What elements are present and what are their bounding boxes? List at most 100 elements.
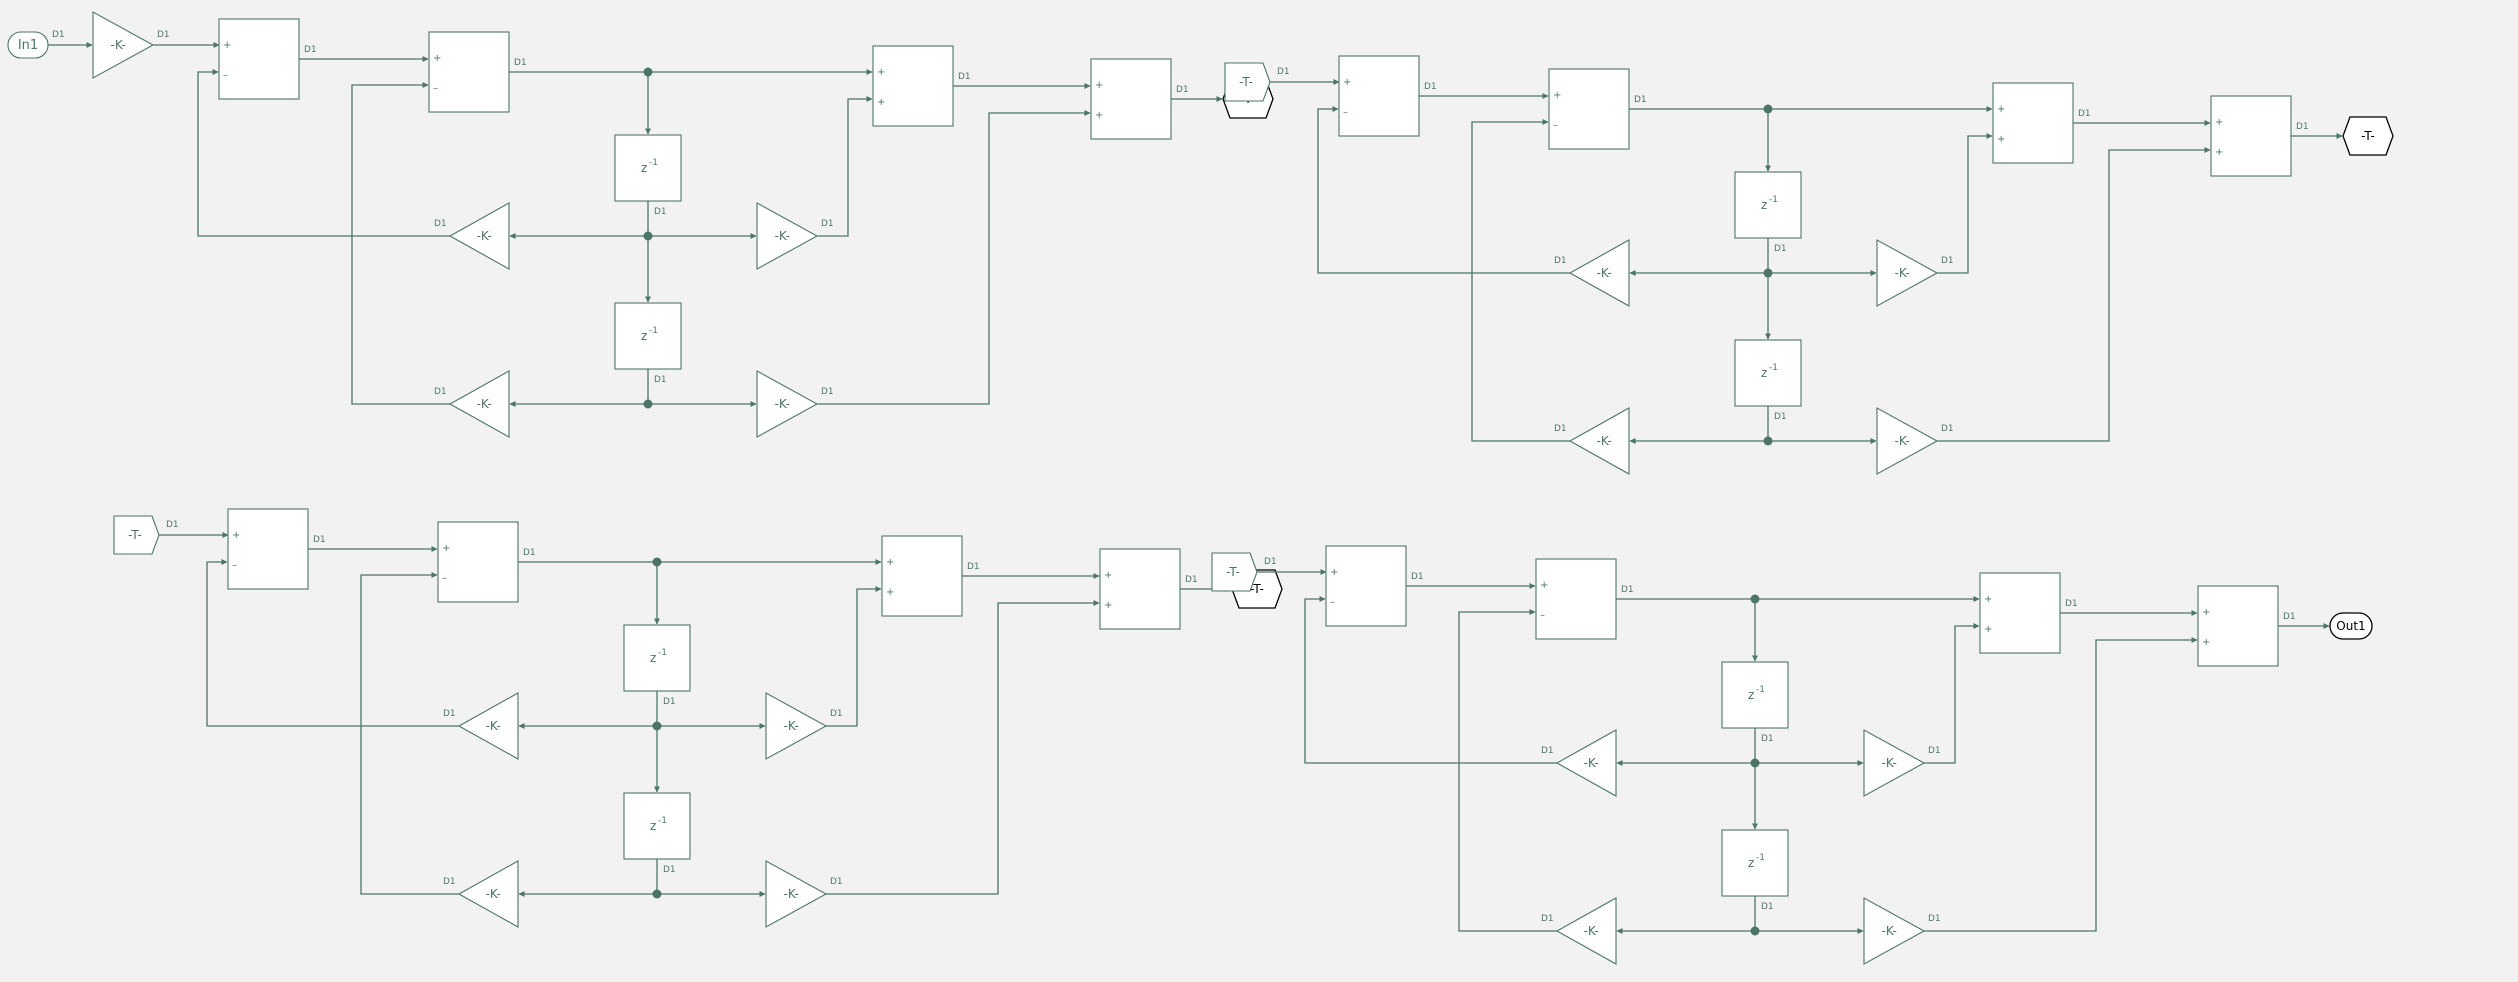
sum-block[interactable]: ++ <box>872 45 954 127</box>
signal-type-label: D1 <box>821 219 834 229</box>
gain-triangle <box>1555 897 1617 965</box>
gain-triangle <box>457 860 519 928</box>
signal-type-label: D1 <box>654 207 667 217</box>
signal-type-label: D1 <box>166 520 179 530</box>
from-tag-label: -T- <box>1226 565 1240 579</box>
sum-block-body <box>1338 55 1420 137</box>
gain-block[interactable]: -K- <box>756 202 819 270</box>
gain-block[interactable]: -K- <box>765 860 828 928</box>
sum-block[interactable]: ++ <box>1099 548 1181 630</box>
from-tag[interactable]: -T- <box>1211 552 1258 592</box>
outport-out1[interactable]: Out1 <box>2329 612 2373 640</box>
signal-type-label: D1 <box>1541 914 1554 924</box>
gain-block[interactable]: -K- <box>1555 729 1617 797</box>
gain-block[interactable]: -K- <box>1568 239 1630 307</box>
sum-block[interactable]: ++ <box>2197 585 2279 667</box>
sum-block-body <box>1090 58 1172 140</box>
unit-delay-block[interactable]: z-1 <box>623 624 691 692</box>
inport-in1[interactable]: In1 <box>7 31 49 59</box>
sum-sign: + <box>886 557 894 568</box>
unit-delay-block[interactable]: z-1 <box>614 302 682 370</box>
sum-sign: – <box>433 83 438 94</box>
signal-type-label: D1 <box>434 387 447 397</box>
gain-triangle <box>1863 897 1926 965</box>
sum-block-body <box>872 45 954 127</box>
sum-sign: + <box>1540 580 1548 591</box>
goto-tag[interactable]: -T- <box>2342 116 2394 156</box>
sum-block[interactable]: ++ <box>1992 82 2074 164</box>
from-tag[interactable]: -T- <box>113 515 160 555</box>
sum-block[interactable]: +– <box>1338 55 1420 137</box>
sum-block[interactable]: +– <box>227 508 309 590</box>
unit-delay-body <box>1721 829 1789 897</box>
gain-block[interactable]: -K- <box>457 860 519 928</box>
signal-line <box>1937 147 2211 442</box>
signal-type-label: D1 <box>1928 914 1941 924</box>
signal-type-label: D1 <box>434 219 447 229</box>
signal-line <box>1317 106 1570 274</box>
sum-block[interactable]: +– <box>437 521 519 603</box>
signal-type-label: D1 <box>443 877 456 887</box>
sum-sign: + <box>2202 607 2210 618</box>
outport-out1-label: Out1 <box>2336 619 2365 633</box>
gain-block[interactable]: -K- <box>756 370 819 438</box>
signal-line <box>351 82 450 405</box>
from-tag[interactable]: -T- <box>1224 62 1271 102</box>
unit-delay-block[interactable]: z-1 <box>1721 829 1789 897</box>
delay-z-label: z <box>641 329 647 343</box>
unit-delay-block[interactable]: z-1 <box>1734 171 1802 239</box>
sum-block[interactable]: ++ <box>1090 58 1172 140</box>
sum-block[interactable]: +– <box>428 31 510 113</box>
signal-type-label: D1 <box>52 30 65 40</box>
gain-block[interactable]: -K- <box>457 692 519 760</box>
sum-sign: + <box>1984 594 1992 605</box>
gain-block[interactable]: -K- <box>1555 897 1617 965</box>
sum-sign: + <box>1343 77 1351 88</box>
signal-type-label: D1 <box>1774 244 1787 254</box>
delay-z-label: z <box>1748 688 1754 702</box>
gain-block[interactable]: -K- <box>1568 407 1630 475</box>
unit-delay-block[interactable]: z-1 <box>1734 339 1802 407</box>
signal-type-label: D1 <box>2296 122 2309 132</box>
sum-block[interactable]: +– <box>1535 558 1617 640</box>
gain-block[interactable]: -K- <box>448 370 510 438</box>
gain-block[interactable]: -K- <box>765 692 828 760</box>
gain-block[interactable]: -K- <box>1876 407 1939 475</box>
from-tag-shape <box>1211 552 1258 592</box>
sum-block[interactable]: +– <box>1325 545 1407 627</box>
sum-block[interactable]: ++ <box>1979 572 2061 654</box>
signal-type-label: D1 <box>1554 256 1567 266</box>
gain-block[interactable]: -K- <box>448 202 510 270</box>
signal-type-label: D1 <box>967 562 980 572</box>
gain-block[interactable]: -K- <box>1876 239 1939 307</box>
unit-delay-block[interactable]: z-1 <box>614 134 682 202</box>
signal-type-label: D1 <box>1761 902 1774 912</box>
signal-line <box>1304 596 1557 764</box>
sum-block[interactable]: ++ <box>881 535 963 617</box>
signal-line <box>206 559 459 727</box>
gain-triangle <box>1568 407 1630 475</box>
signal-type-label: D1 <box>1554 424 1567 434</box>
sum-sign: – <box>1540 610 1545 621</box>
sum-block[interactable]: +– <box>1548 68 1630 150</box>
gain-triangle <box>457 692 519 760</box>
gain-block[interactable]: -K- <box>1863 897 1926 965</box>
gain-triangle <box>756 370 819 438</box>
gain-block[interactable]: -K- <box>1863 729 1926 797</box>
signal-type-label: D1 <box>157 30 170 40</box>
gain-label: -K- <box>784 887 799 901</box>
unit-delay-block[interactable]: z-1 <box>1721 661 1789 729</box>
unit-delay-block[interactable]: z-1 <box>623 792 691 860</box>
sum-sign: + <box>1104 600 1112 611</box>
gain-block[interactable]: -K- <box>92 11 155 79</box>
sum-block[interactable]: ++ <box>2210 95 2292 177</box>
signal-type-label: D1 <box>1541 746 1554 756</box>
sum-sign: – <box>223 70 228 81</box>
sum-block[interactable]: +– <box>218 18 300 100</box>
from-tag-label: -T- <box>1239 75 1253 89</box>
delay-exponent-label: -1 <box>658 816 667 826</box>
sum-sign: + <box>1997 134 2005 145</box>
signal-type-label: D1 <box>1264 557 1277 567</box>
sum-sign: – <box>232 560 237 571</box>
signal-line <box>826 586 882 727</box>
